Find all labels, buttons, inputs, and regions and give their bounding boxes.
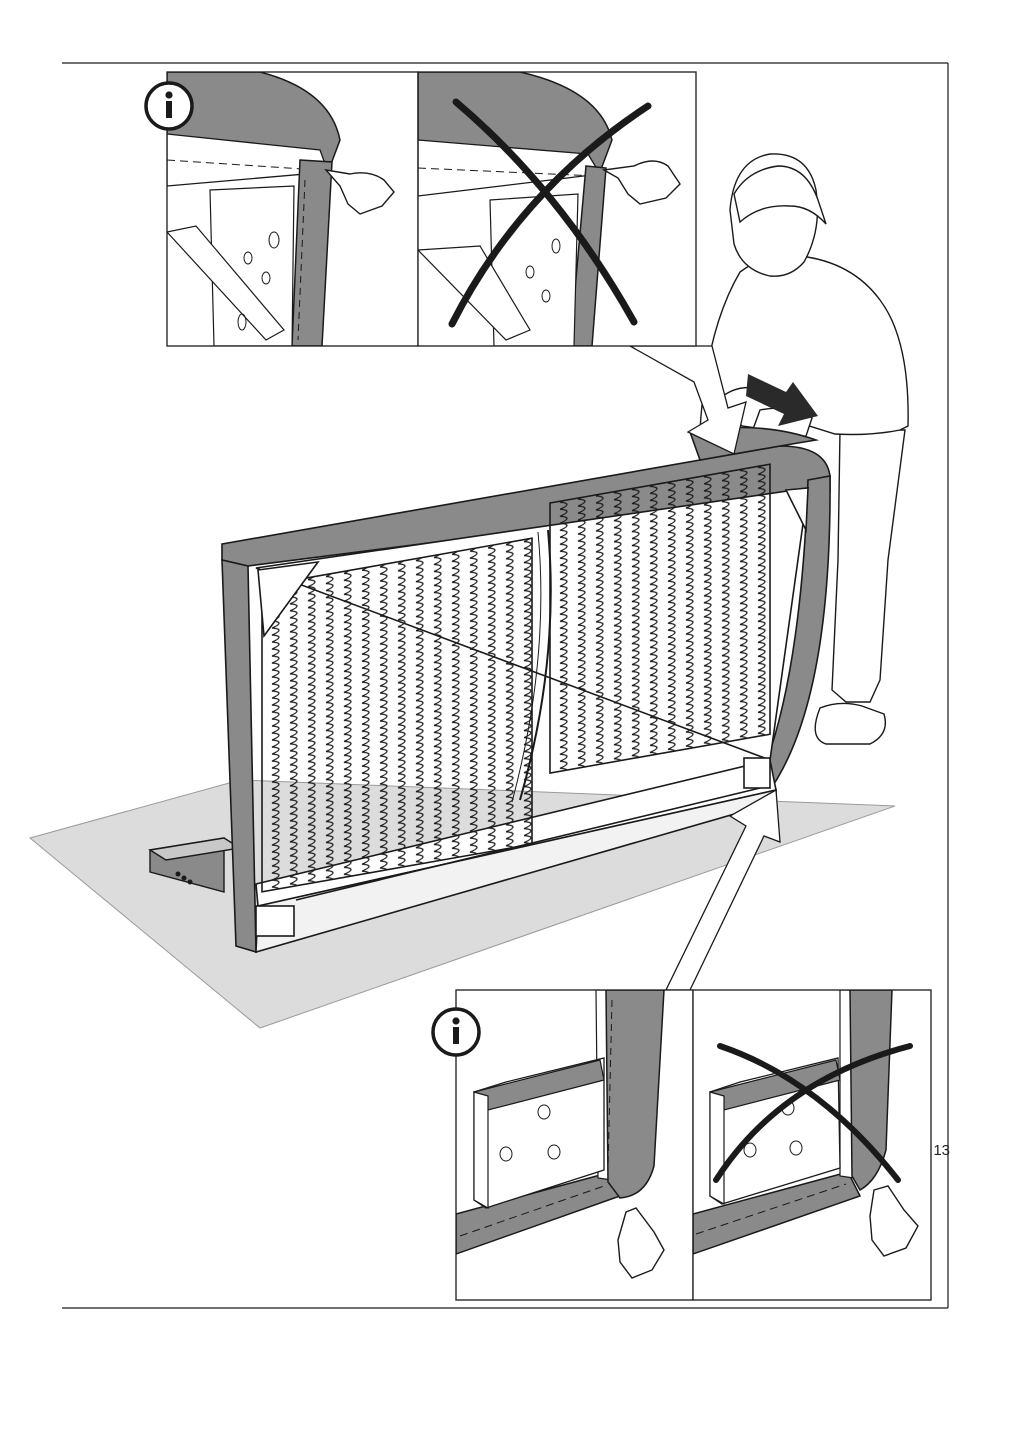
info-icon — [431, 1007, 481, 1057]
bottom-panel-incorrect — [693, 990, 931, 1300]
top-panel-correct — [167, 72, 418, 346]
callout-arrow-top — [627, 345, 747, 455]
sofa-base — [148, 837, 242, 893]
top-panel-incorrect — [418, 72, 696, 346]
page-number: 13 — [933, 1142, 950, 1159]
sofa-backrest-frame — [221, 426, 831, 954]
push-arrow — [746, 374, 818, 426]
callout-arrow-bottom — [664, 788, 781, 991]
info-icon — [144, 81, 194, 131]
bottom-panel-correct — [456, 990, 693, 1300]
cross-mark — [717, 1043, 901, 1183]
cross-mark — [452, 98, 638, 326]
